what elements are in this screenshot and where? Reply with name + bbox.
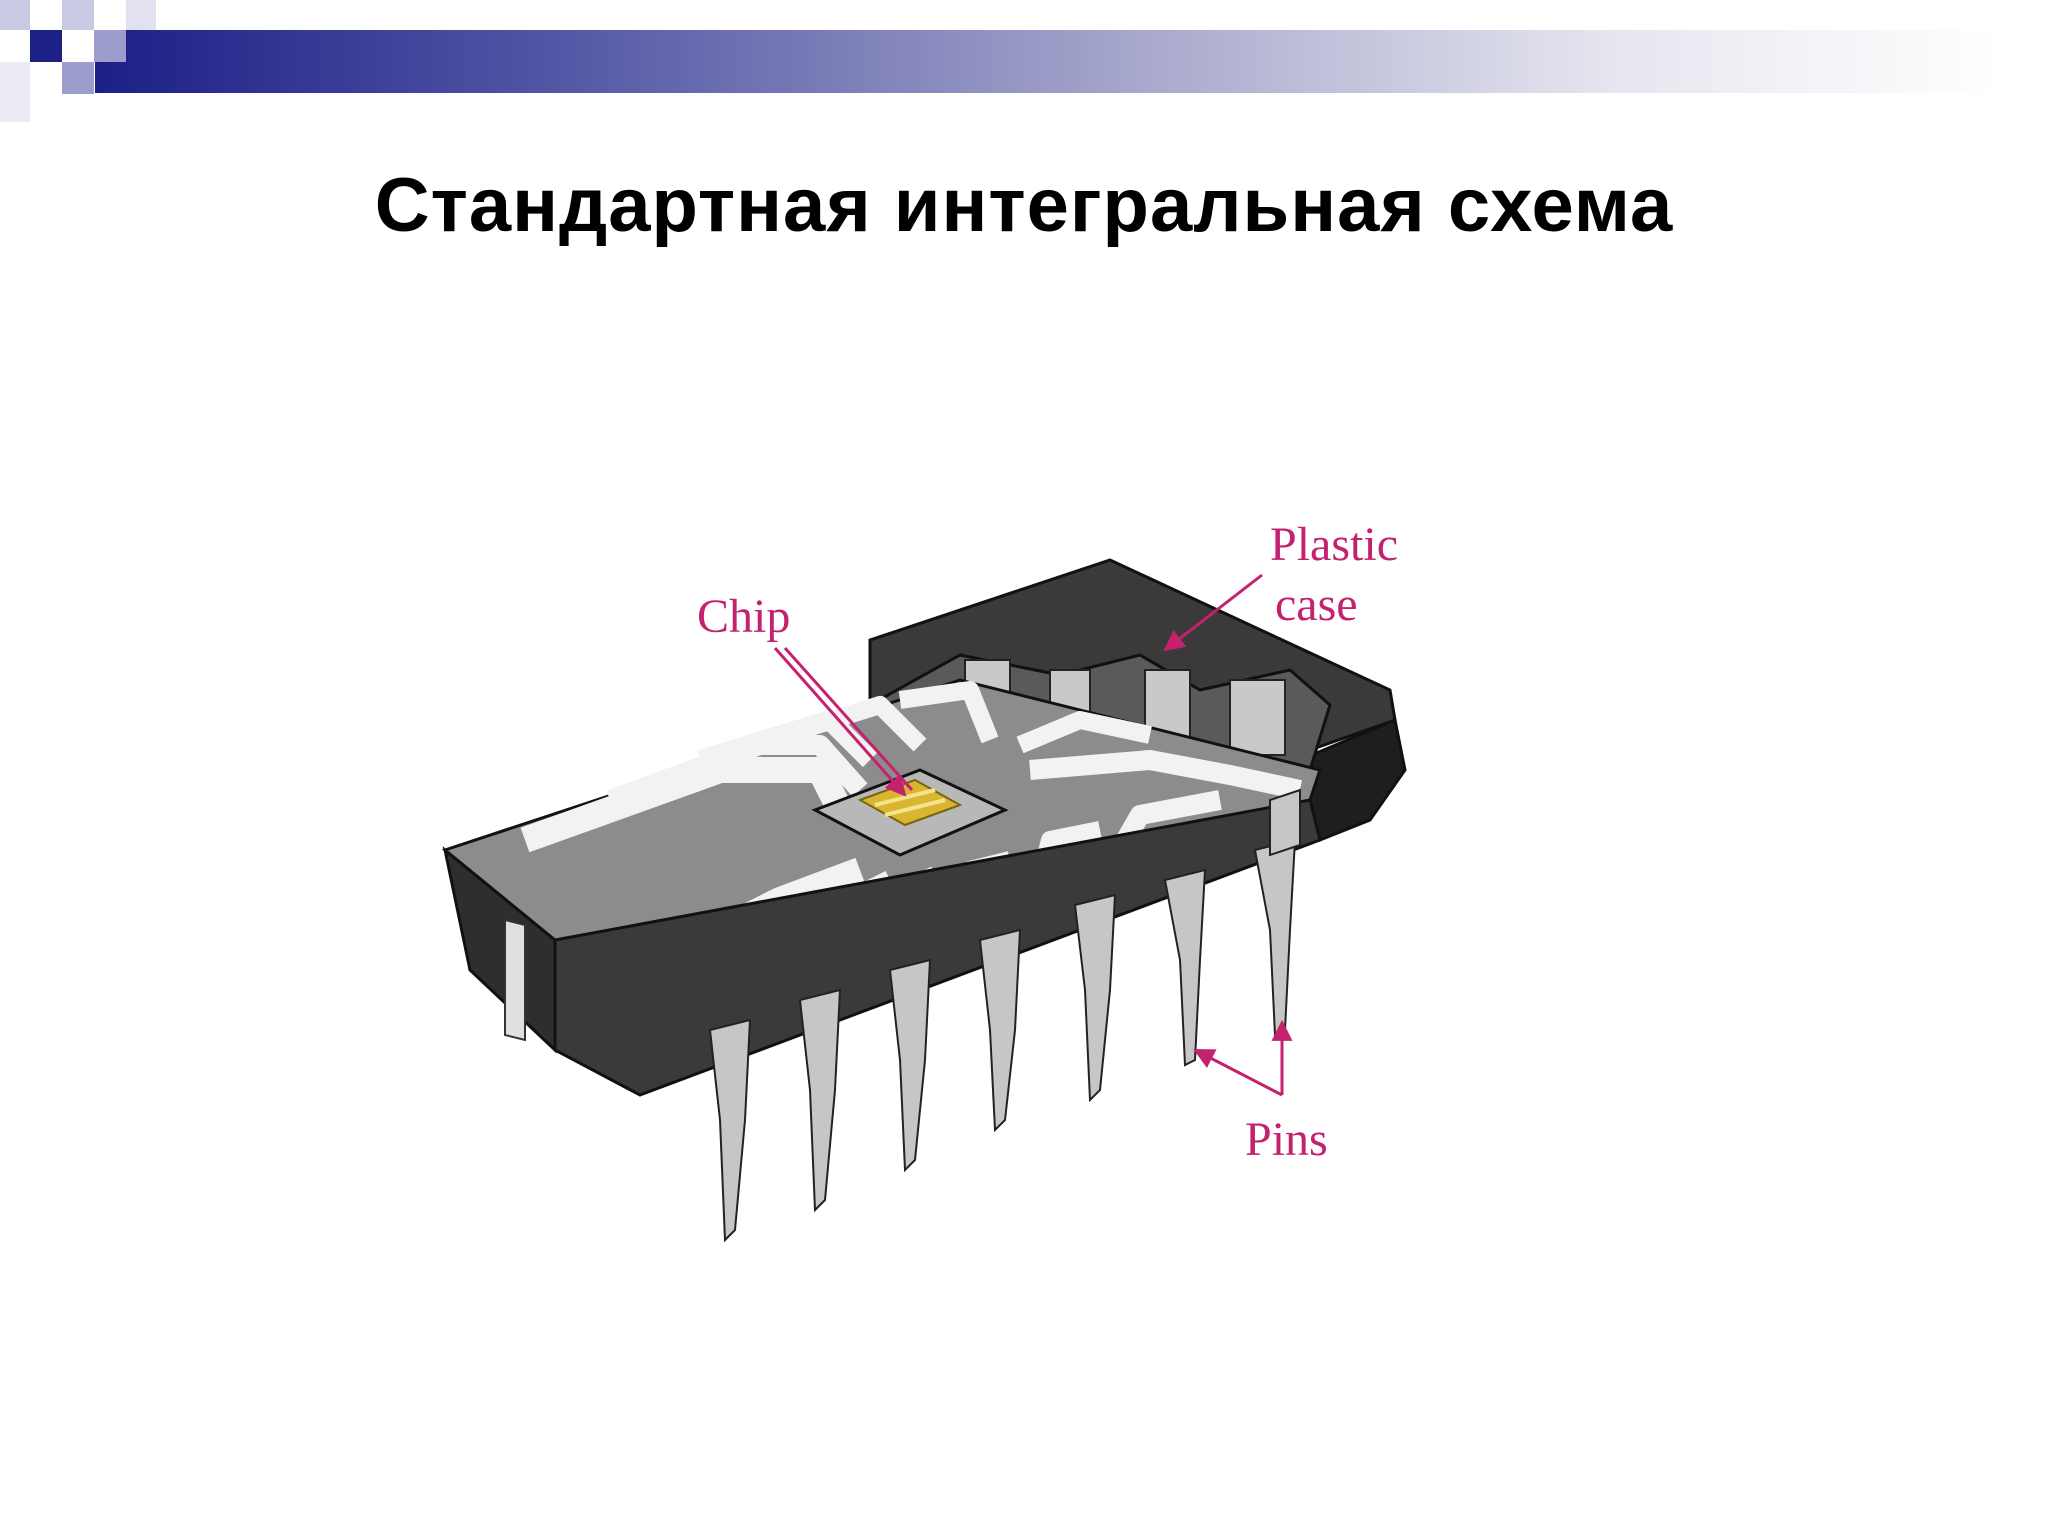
annotation-arrows xyxy=(773,573,1293,1097)
label-plastic: Plastic xyxy=(1270,518,1398,571)
slide-title: Стандартная интегральная схема xyxy=(374,163,1674,248)
pins xyxy=(708,788,1301,1243)
decor-square-6 xyxy=(126,0,156,30)
label-pins: Pins xyxy=(1245,1113,1328,1166)
decor-square-3 xyxy=(62,0,94,30)
header-gradient-bar xyxy=(95,30,1995,93)
decor-square-1 xyxy=(0,0,30,30)
decor-square-2 xyxy=(30,30,62,62)
decor-square-7 xyxy=(0,62,30,122)
decor-square-4 xyxy=(94,30,126,62)
label-case: case xyxy=(1275,578,1358,631)
decor-square-5 xyxy=(62,62,94,94)
label-chip: Chip xyxy=(697,590,790,643)
